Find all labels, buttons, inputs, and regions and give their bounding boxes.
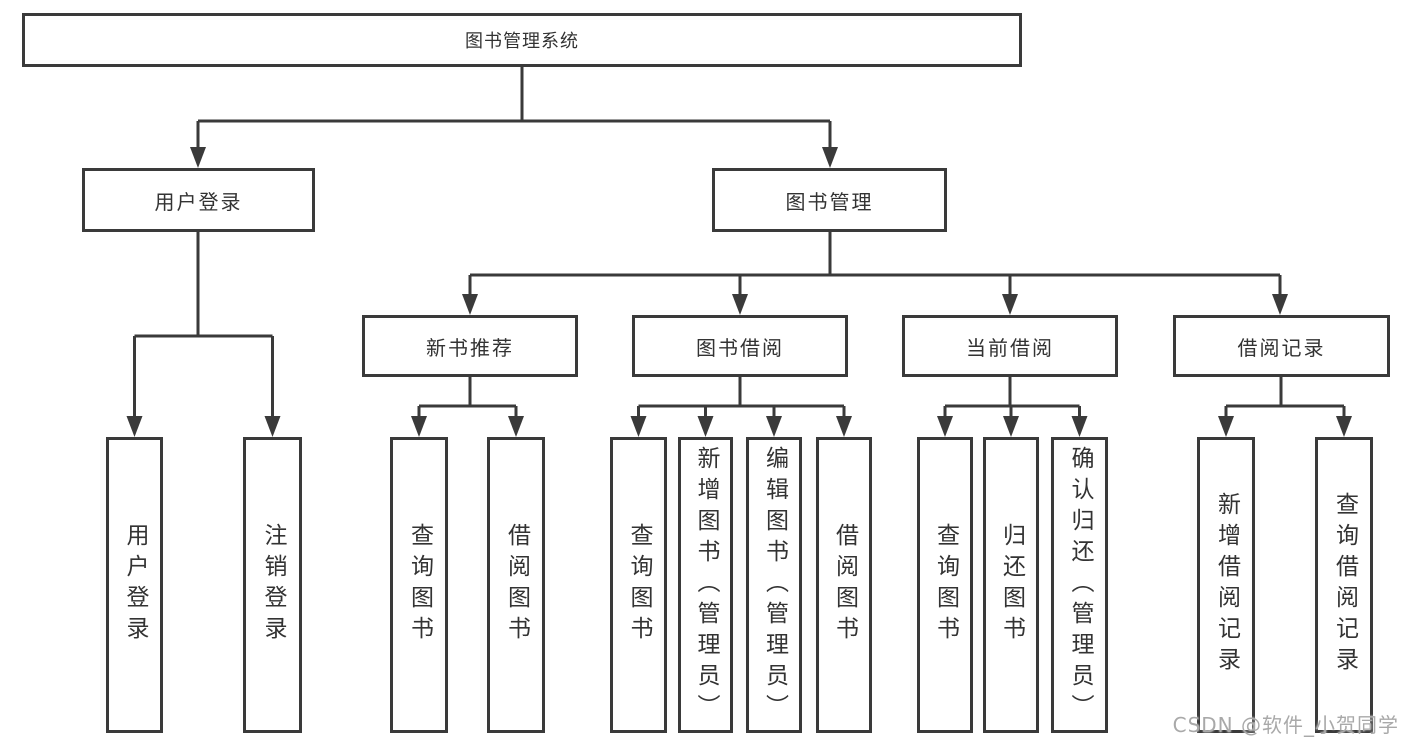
- arrow-down-icon: [836, 416, 852, 437]
- arrow-down-icon: [411, 416, 427, 437]
- connector-new-book-branch: [417, 377, 518, 419]
- arrow-down-icon: [508, 416, 524, 437]
- arrow-down-icon: [1218, 416, 1234, 437]
- leaf-label: 新增借阅记录: [1213, 492, 1240, 678]
- leaf-query-books-borrowing: 查询图书: [610, 437, 667, 733]
- leaf-label: 查询图书: [626, 523, 652, 647]
- arrow-down-icon: [1002, 294, 1018, 315]
- arrow-down-icon: [190, 147, 206, 168]
- leaf-add-book-admin: 新增图书（管理员）: [678, 437, 733, 733]
- leaf-label: 确认归还（管理员）: [1067, 445, 1093, 725]
- leaf-label: 归还图书: [998, 523, 1025, 647]
- node-current-borrowing: 当前借阅: [902, 315, 1118, 377]
- watermark: CSDN @软件_小贺同学: [1172, 713, 1399, 737]
- connector-book-borrow-branch: [637, 377, 846, 419]
- arrow-down-icon: [822, 147, 838, 168]
- arrow-down-icon: [264, 416, 281, 437]
- node-new-book-recommend: 新书推荐: [362, 315, 578, 377]
- leaf-label: 借阅图书: [831, 523, 858, 647]
- arrow-down-icon: [1272, 294, 1288, 315]
- connector-root-to-level2: [196, 67, 832, 149]
- connector-user-login-branch: [133, 232, 274, 419]
- leaf-label: 编辑图书（管理员）: [761, 445, 788, 725]
- arrow-down-icon: [630, 416, 647, 437]
- leaf-label: 用户登录: [122, 523, 148, 647]
- arrow-down-icon: [1071, 416, 1088, 437]
- leaf-label: 借阅图书: [503, 523, 530, 647]
- arrow-down-icon: [1336, 416, 1352, 437]
- leaf-label: 新增图书（管理员）: [693, 445, 719, 725]
- leaf-label: 查询借阅记录: [1331, 492, 1358, 678]
- node-book-borrowing: 图书借阅: [632, 315, 848, 377]
- leaf-query-books-current: 查询图书: [917, 437, 973, 733]
- leaf-logout: 注销登录: [243, 437, 302, 733]
- connector-book-mgmt-branch: [468, 232, 1282, 298]
- connector-current-borrow-branch: [943, 377, 1081, 419]
- leaf-edit-book-admin: 编辑图书（管理员）: [746, 437, 802, 733]
- leaf-borrow-books-recommend: 借阅图书: [487, 437, 545, 733]
- arrow-down-icon: [462, 294, 478, 315]
- node-user-login: 用户登录: [82, 168, 315, 232]
- leaf-user-login: 用户登录: [106, 437, 163, 733]
- arrow-down-icon: [732, 294, 748, 315]
- leaf-label: 查询图书: [406, 523, 433, 647]
- leaf-return-books: 归还图书: [983, 437, 1039, 733]
- arrowheads: [126, 147, 1352, 437]
- leaf-confirm-return-admin: 确认归还（管理员）: [1051, 437, 1108, 733]
- connector-borrow-record-branch: [1224, 377, 1346, 419]
- arrow-down-icon: [126, 416, 143, 437]
- leaf-label: 注销登录: [260, 523, 286, 647]
- leaf-query-borrow-record: 查询借阅记录: [1315, 437, 1373, 733]
- arrow-down-icon: [1003, 416, 1019, 437]
- arrow-down-icon: [766, 416, 782, 437]
- node-library-system: 图书管理系统: [22, 13, 1022, 67]
- leaf-add-borrow-record: 新增借阅记录: [1197, 437, 1255, 733]
- leaf-query-books-recommend: 查询图书: [390, 437, 448, 733]
- node-book-management: 图书管理: [712, 168, 947, 232]
- leaf-label: 查询图书: [932, 523, 959, 647]
- arrow-down-icon: [937, 416, 953, 437]
- arrow-down-icon: [697, 416, 714, 437]
- node-borrowing-records: 借阅记录: [1173, 315, 1390, 377]
- leaf-borrow-books: 借阅图书: [816, 437, 872, 733]
